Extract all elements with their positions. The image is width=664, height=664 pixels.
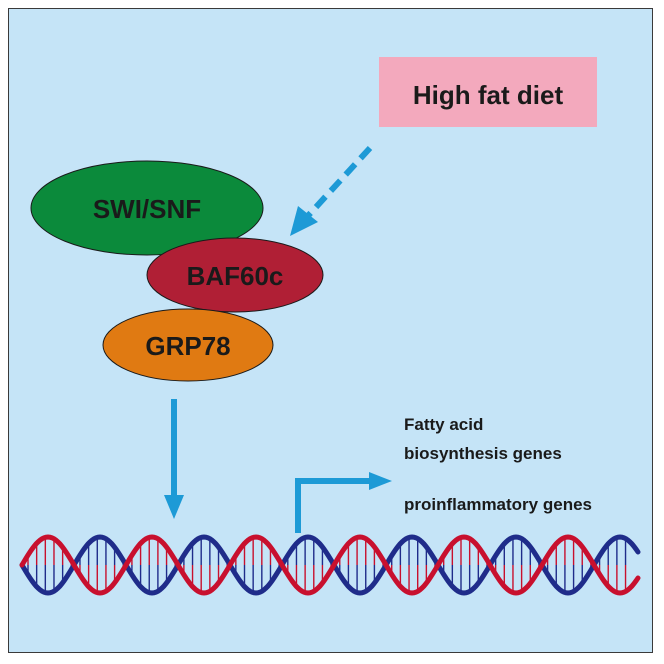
swi-snf-ellipse: SWI/SNF: [30, 160, 264, 256]
grp78-ellipse: GRP78: [102, 308, 274, 382]
down-arrow: [164, 399, 184, 519]
high-fat-diet-box: High fat diet: [379, 57, 597, 127]
dashed-arrow: [290, 145, 373, 236]
transcription-arrow: [295, 472, 392, 533]
grp78-label: GRP78: [145, 331, 230, 361]
dna-helix: [19, 534, 641, 596]
target-label-biosynthesis-genes: biosynthesis genes: [404, 444, 562, 463]
target-label-fatty-acid: Fatty acid: [404, 415, 483, 434]
baf60c-ellipse: BAF60c: [146, 237, 324, 313]
high-fat-diet-label: High fat diet: [413, 80, 564, 110]
dna-strand-red: [19, 534, 641, 596]
baf60c-label: BAF60c: [187, 261, 284, 291]
swi-snf-label: SWI/SNF: [93, 194, 201, 224]
target-label-proinflammatory-genes: proinflammatory genes: [404, 495, 592, 514]
